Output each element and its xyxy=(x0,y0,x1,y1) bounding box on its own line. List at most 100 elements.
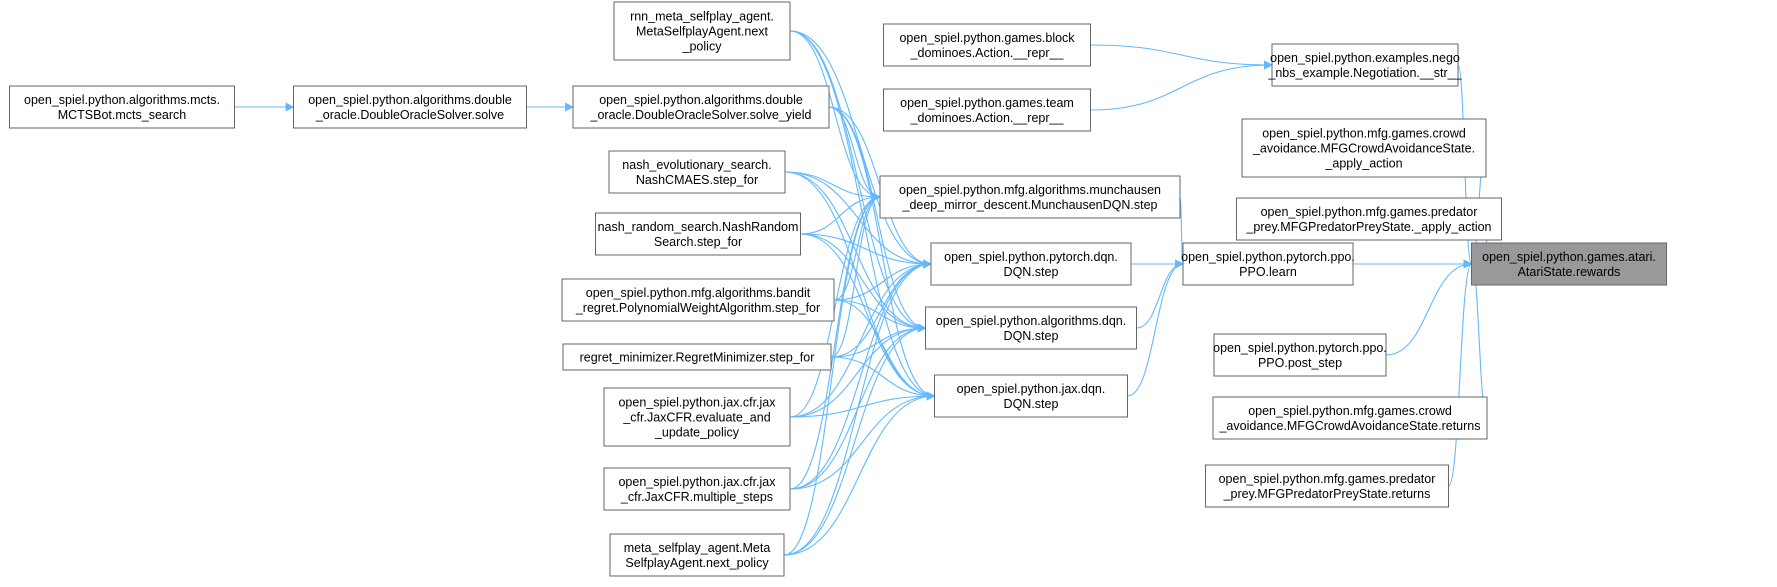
edge-bandit-to-alg_dqn xyxy=(833,299,927,333)
edge-regret_min-to-munch xyxy=(830,192,881,358)
node-label-line: open_spiel.python.mfg.games.crowd xyxy=(1262,127,1466,141)
node-solve-yield[interactable]: open_spiel.python.algorithms.double_orac… xyxy=(572,85,830,129)
node-box xyxy=(608,150,786,194)
node-meta-next[interactable]: meta_selfplay_agent.MetaSelfplayAgent.ne… xyxy=(609,533,785,577)
edge-alg_dqn-to-ppo_learn xyxy=(1136,259,1184,329)
node-crowd-returns[interactable]: open_spiel.python.mfg.games.crowd_avoida… xyxy=(1212,396,1488,440)
node-label-line: PPO.learn xyxy=(1239,265,1297,279)
node-label-line: open_spiel.python.algorithms.dqn. xyxy=(936,314,1126,328)
node-label-line: open_spiel.python.algorithms.double xyxy=(599,93,803,107)
node-munch[interactable]: open_spiel.python.mfg.algorithms.munchau… xyxy=(879,175,1181,219)
node-alg-dqn[interactable]: open_spiel.python.algorithms.dqn.DQN.ste… xyxy=(925,306,1137,350)
node-label-line: open_spiel.python.games.atari. xyxy=(1482,250,1656,264)
node-label-line: open_spiel.python.algorithms.mcts. xyxy=(24,93,220,107)
node-ppo-learn[interactable]: open_spiel.python.pytorch.ppo.PPO.learn xyxy=(1181,242,1355,286)
edge-pred_returns-to-root xyxy=(1447,259,1473,487)
node-solve[interactable]: open_spiel.python.algorithms.double_orac… xyxy=(293,85,527,129)
node-label-line: open_spiel.python.mfg.games.crowd xyxy=(1248,404,1452,418)
node-rnn-meta[interactable]: rnn_meta_selfplay_agent.MetaSelfplayAgen… xyxy=(613,1,791,61)
node-box xyxy=(613,1,791,61)
node-box xyxy=(934,374,1128,418)
node-label-line: nash_random_search.NashRandom xyxy=(598,220,799,234)
edge-bandit-to-jax_dqn xyxy=(833,299,936,401)
node-box xyxy=(1271,43,1459,87)
node-box xyxy=(9,85,235,129)
node-box xyxy=(293,85,527,129)
node-label-line: DQN.step xyxy=(1004,397,1059,411)
node-jaxcfr-eval[interactable]: open_spiel.python.jax.cfr.jax_cfr.JaxCFR… xyxy=(603,387,791,447)
node-label-line: open_spiel.python.mfg.games.predator xyxy=(1219,472,1436,486)
node-label-line: open_spiel.python.algorithms.double xyxy=(308,93,512,107)
node-label-line: _prey.MFGPredatorPreyState._apply_action xyxy=(1245,220,1491,234)
node-label-line: MCTSBot.mcts_search xyxy=(58,108,187,122)
node-box xyxy=(1213,333,1387,377)
node-label-line: regret_minimizer.RegretMinimizer.step_fo… xyxy=(580,351,815,365)
node-label-line: Search.step_for xyxy=(654,235,742,249)
node-label-line: open_spiel.python.mfg.algorithms.bandit xyxy=(586,286,811,300)
node-box xyxy=(883,23,1091,67)
edge-jaxcfr_eval-to-pt_dqn xyxy=(789,259,932,418)
node-box xyxy=(603,387,791,447)
node-box xyxy=(1236,197,1502,241)
node-regret-min[interactable]: regret_minimizer.RegretMinimizer.step_fo… xyxy=(562,343,832,371)
edge-nash_rand-to-munch xyxy=(800,192,881,235)
node-label-line: open_spiel.python.pytorch.ppo. xyxy=(1213,341,1387,355)
node-label-line: _update_policy xyxy=(654,426,740,440)
node-label-line: _dominoes.Action.__repr__ xyxy=(910,111,1065,125)
edge-block_dom-to-nego xyxy=(1090,44,1273,70)
edge-bandit-to-pt_dqn xyxy=(833,259,932,301)
edge-jaxcfr_eval-to-munch xyxy=(789,192,881,418)
node-label-line: _policy xyxy=(682,40,723,54)
node-label-line: _cfr.JaxCFR.evaluate_and xyxy=(622,411,770,425)
node-label-line: open_spiel.python.pytorch.dqn. xyxy=(944,250,1118,264)
node-label-line: _regret.PolynomialWeightAlgorithm.step_f… xyxy=(575,301,820,315)
node-label-line: PPO.post_step xyxy=(1258,356,1342,370)
edge-rnn_meta-to-alg_dqn xyxy=(789,30,927,333)
node-box xyxy=(1241,118,1487,178)
node-team-dom[interactable]: open_spiel.python.games.team_dominoes.Ac… xyxy=(883,88,1091,132)
node-box xyxy=(562,343,832,371)
node-jax-dqn[interactable]: open_spiel.python.jax.dqn.DQN.step xyxy=(934,374,1128,418)
node-bandit[interactable]: open_spiel.python.mfg.algorithms.bandit_… xyxy=(561,278,835,322)
node-jaxcfr-multi[interactable]: open_spiel.python.jax.cfr.jax_cfr.JaxCFR… xyxy=(603,467,791,511)
edge-jaxcfr_multi-to-pt_dqn xyxy=(789,259,932,490)
node-label-line: DQN.step xyxy=(1004,329,1059,343)
node-label-line: _oracle.DoubleOracleSolver.solve_yield xyxy=(590,108,812,122)
edge-solve_yield-to-jax_dqn xyxy=(828,106,936,401)
node-ppo-post[interactable]: open_spiel.python.pytorch.ppo.PPO.post_s… xyxy=(1213,333,1387,377)
node-layer: open_spiel.python.games.atari.AtariState… xyxy=(9,1,1667,577)
edge-meta_next-to-munch xyxy=(783,192,881,556)
node-label-line: _nbs_example.Negotiation.__str__ xyxy=(1267,66,1462,80)
node-block-dom[interactable]: open_spiel.python.games.block_dominoes.A… xyxy=(883,23,1091,67)
node-root[interactable]: open_spiel.python.games.atari.AtariState… xyxy=(1471,242,1667,286)
node-nego[interactable]: open_spiel.python.examples.nego_nbs_exam… xyxy=(1267,43,1463,87)
node-label-line: NashCMAES.step_for xyxy=(636,173,758,187)
node-label-line: open_spiel.python.games.block xyxy=(899,31,1075,45)
edge-meta_next-to-pt_dqn xyxy=(783,259,932,556)
node-pt-dqn[interactable]: open_spiel.python.pytorch.dqn.DQN.step xyxy=(930,242,1132,286)
edge-team_dom-to-nego xyxy=(1090,60,1273,111)
edge-meta_next-to-alg_dqn xyxy=(783,323,927,556)
node-label-line: open_spiel.python.mfg.algorithms.munchau… xyxy=(899,183,1161,197)
node-nash-evo[interactable]: nash_evolutionary_search.NashCMAES.step_… xyxy=(608,150,786,194)
node-box xyxy=(1205,464,1449,508)
edge-jaxcfr_multi-to-jax_dqn xyxy=(789,391,936,490)
node-mcts[interactable]: open_spiel.python.algorithms.mcts.MCTSBo… xyxy=(9,85,235,129)
edge-nash_evo-to-alg_dqn xyxy=(784,171,927,333)
edge-jaxcfr_eval-to-alg_dqn xyxy=(789,323,927,418)
node-box xyxy=(609,533,785,577)
node-label-line: _dominoes.Action.__repr__ xyxy=(910,46,1065,60)
node-pred-returns[interactable]: open_spiel.python.mfg.games.predator_pre… xyxy=(1205,464,1449,508)
node-crowd-apply[interactable]: open_spiel.python.mfg.games.crowd_avoida… xyxy=(1241,118,1487,178)
node-pred-apply[interactable]: open_spiel.python.mfg.games.predator_pre… xyxy=(1236,197,1502,241)
node-box xyxy=(925,306,1137,350)
node-nash-rand[interactable]: nash_random_search.NashRandomSearch.step… xyxy=(595,212,801,256)
node-label-line: _apply_action xyxy=(1324,157,1402,171)
node-label-line: _oracle.DoubleOracleSolver.solve xyxy=(315,108,504,122)
node-label-line: open_spiel.python.jax.cfr.jax xyxy=(618,475,776,489)
edge-jax_dqn-to-ppo_learn xyxy=(1127,259,1184,397)
edge-jaxcfr_multi-to-munch xyxy=(789,192,881,490)
node-label-line: SelfplayAgent.next_policy xyxy=(625,556,769,570)
node-box xyxy=(572,85,830,129)
node-label-line: _deep_mirror_descent.MunchausenDQN.step xyxy=(902,198,1158,212)
